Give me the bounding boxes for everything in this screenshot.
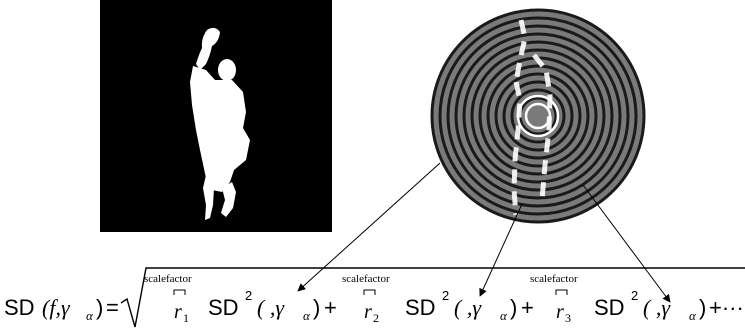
term-sub-1: α: [303, 308, 311, 323]
term-power-1: 2: [245, 288, 252, 303]
term-op-2: +: [521, 295, 534, 320]
formula: SD (f,γ α ) = scalefactor r 1 SD 2 ( ,γ …: [4, 268, 745, 327]
radius-index-2: 2: [373, 311, 379, 325]
radius-symbol-3: r: [556, 301, 564, 323]
term-op-1: +: [324, 295, 337, 320]
scale-factor-label-1: scalefactor: [144, 273, 192, 285]
scale-bracket-2: [364, 290, 375, 295]
term-close-2: ): [510, 295, 517, 320]
formula-lhs-sd: SD: [4, 295, 35, 320]
term-close-1: ): [313, 295, 320, 320]
formula-lhs-sub: α: [86, 308, 94, 323]
radius-symbol-1: r: [174, 301, 182, 323]
term-sub-2: α: [500, 308, 508, 323]
term-power-2: 2: [442, 288, 449, 303]
radius-symbol-2: r: [364, 301, 372, 323]
term-power-3: 2: [631, 288, 638, 303]
arrow-ring-2: [480, 204, 522, 296]
term-args-1: ( ,γ: [257, 295, 285, 320]
term-sd-2: SD: [405, 295, 436, 320]
formula-term-2: scalefactor r 2 SD 2 ( ,γ α ) +: [342, 273, 534, 325]
formula-lhs-args: (f,γ: [42, 295, 71, 320]
concentric-ring-diagram: [432, 10, 644, 222]
term-sub-3: α: [689, 308, 697, 323]
formula-lhs-close: ): [96, 295, 103, 320]
scale-bracket-1: [174, 290, 185, 295]
radius-index-3: 3: [565, 311, 571, 325]
term-args-3: ( ,γ: [643, 295, 671, 320]
radius-index-1: 1: [183, 311, 189, 325]
silhouette-panel: [100, 0, 332, 232]
formula-equals: =: [106, 295, 119, 320]
scale-bracket-3: [556, 290, 567, 295]
formula-term-3: scalefactor r 3 SD 2 ( ,γ α ) +···: [530, 273, 744, 325]
arrow-ring-3: [583, 185, 670, 302]
formula-term-1: scalefactor r 1 SD 2 ( ,γ α ) +: [144, 273, 337, 325]
scale-factor-label-3: scalefactor: [530, 273, 578, 285]
term-args-2: ( ,γ: [454, 295, 482, 320]
term-sd-3: SD: [594, 295, 625, 320]
term-sd-1: SD: [208, 295, 239, 320]
scale-factor-label-2: scalefactor: [342, 273, 390, 285]
term-close-3: ): [699, 295, 706, 320]
term-op-3: +···: [709, 295, 744, 320]
